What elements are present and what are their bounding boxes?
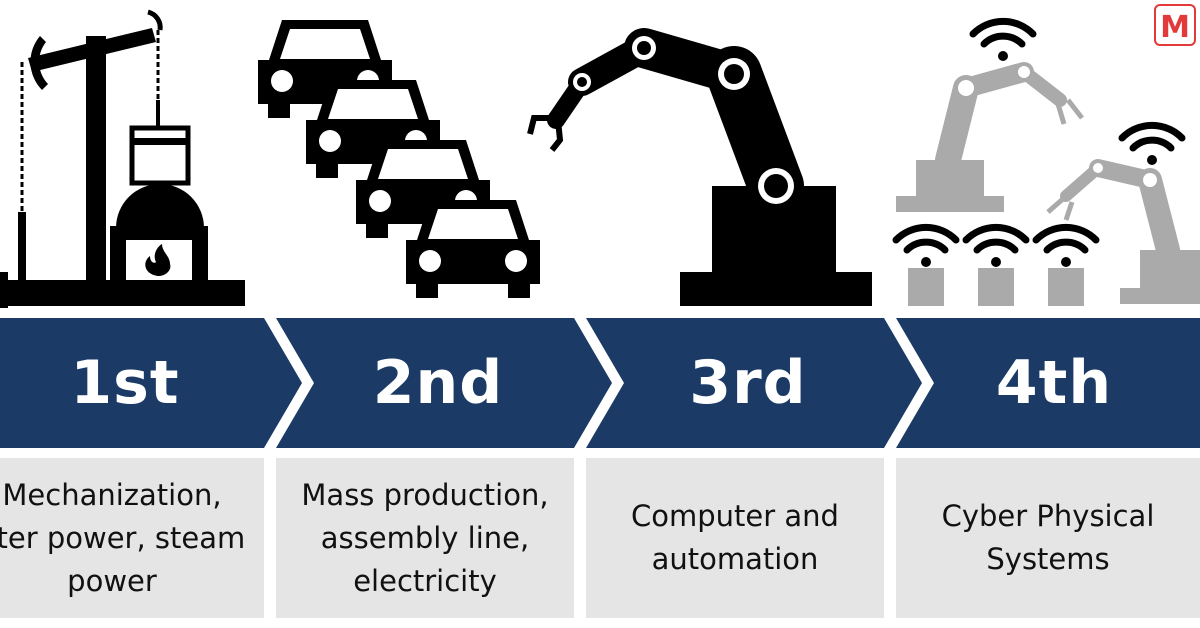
stage-2-description: Mass production, assembly line, electric… xyxy=(276,458,574,618)
stage-4-chevron xyxy=(896,318,1200,448)
svg-text:M: M xyxy=(1160,10,1190,45)
stage-1-chevron xyxy=(0,318,302,448)
stage-4-description: Cyber Physical Systems xyxy=(896,458,1200,618)
assembly-line-cars-icon xyxy=(258,20,540,298)
stage-1-description: Mechanization, ater power, steam power xyxy=(0,458,264,618)
stage-3-description: Computer and automation xyxy=(586,458,884,618)
illustrations xyxy=(0,9,1200,308)
stage-4-label: 4th xyxy=(995,348,1113,418)
brand-logo: M xyxy=(1154,4,1196,46)
robot-arm-icon xyxy=(527,28,872,306)
stage-2-label: 2nd xyxy=(372,348,504,418)
stage-1-label: 1st xyxy=(70,348,180,418)
timeline-band xyxy=(0,318,1200,448)
connected-robots-icon xyxy=(896,21,1200,306)
stage-3-chevron xyxy=(586,318,922,448)
stage-2-chevron xyxy=(276,318,612,448)
stage-3-label: 3rd xyxy=(689,348,807,418)
steam-engine-icon xyxy=(0,9,245,308)
